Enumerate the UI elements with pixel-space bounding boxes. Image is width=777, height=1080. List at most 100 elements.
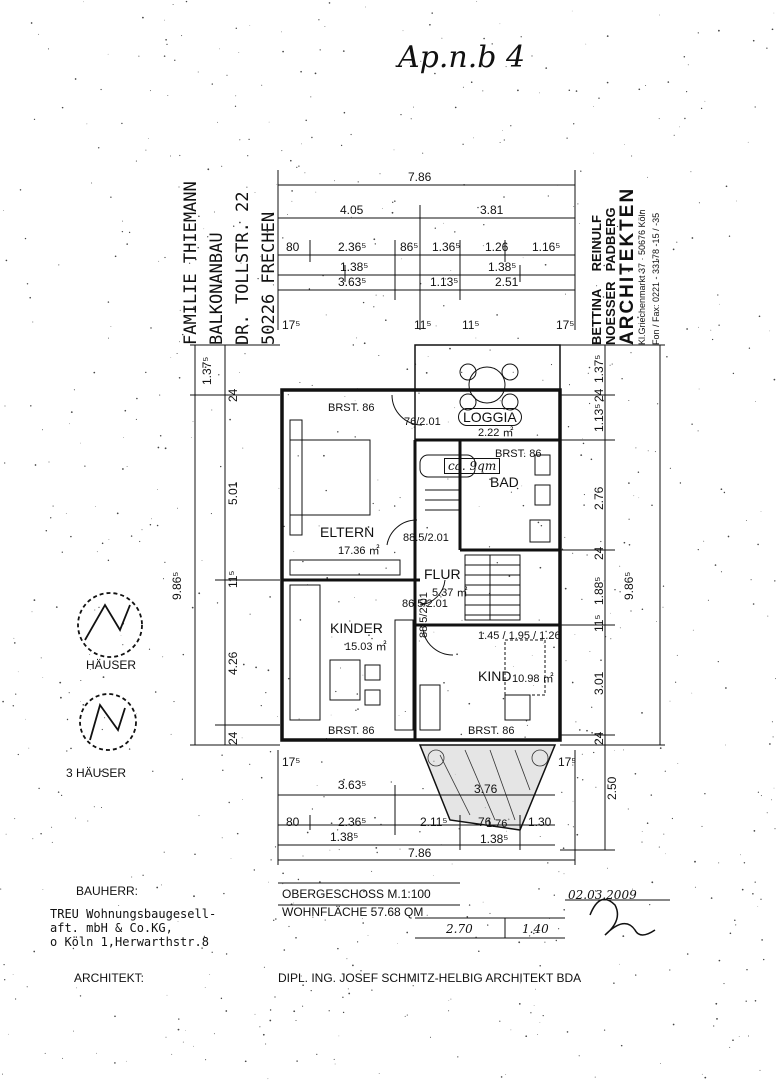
noise-dot <box>156 886 159 889</box>
noise-dot <box>462 86 464 88</box>
noise-dot <box>676 241 678 243</box>
noise-dot <box>110 326 112 327</box>
noise-dot <box>603 264 605 267</box>
noise-dot <box>125 1060 127 1062</box>
left-dim-5: 4.26 <box>226 651 240 675</box>
noise-dot <box>775 678 776 680</box>
noise-dot <box>142 874 144 876</box>
noise-dot <box>631 155 633 157</box>
noise-dot <box>443 305 445 307</box>
noise-dot <box>477 206 479 209</box>
client-project: BALKONANBAU <box>207 232 227 345</box>
noise-dot <box>701 1073 703 1075</box>
noise-dot <box>135 160 137 162</box>
noise-dot <box>281 150 283 152</box>
noise-dot <box>12 705 15 707</box>
noise-dot <box>26 283 29 285</box>
noise-dot <box>538 619 540 621</box>
noise-dot <box>620 1044 623 1047</box>
noise-dot <box>278 487 280 489</box>
noise-dot <box>13 637 15 639</box>
noise-dot <box>375 294 377 296</box>
noise-dot <box>565 293 566 295</box>
noise-dot <box>107 337 110 339</box>
noise-dot <box>654 451 656 453</box>
noise-dot <box>539 566 542 569</box>
noise-dot <box>550 364 553 366</box>
noise-dot <box>120 635 122 636</box>
noise-dot <box>219 48 220 50</box>
noise-dot <box>427 356 429 357</box>
noise-dot <box>261 84 263 86</box>
noise-dot <box>246 207 247 209</box>
noise-dot <box>350 216 352 218</box>
noise-dot <box>316 1053 318 1055</box>
footer-lines <box>278 882 670 939</box>
noise-dot <box>75 817 76 819</box>
noise-dot <box>565 660 567 662</box>
noise-dot <box>391 211 394 214</box>
noise-dot <box>747 1035 750 1037</box>
noise-dot <box>609 364 611 366</box>
room-kind-name: KIND <box>478 668 512 684</box>
noise-dot <box>667 81 670 83</box>
noise-dot <box>3 210 4 211</box>
noise-dot <box>329 849 331 851</box>
room-bad-name: BAD <box>490 474 519 490</box>
noise-dot <box>107 53 109 55</box>
noise-dot <box>352 964 354 967</box>
architect-phone: Fon / Fax: 0221 - 33178 -15 / -35 <box>651 212 661 345</box>
noise-dot <box>582 779 584 781</box>
noise-dot <box>666 356 668 358</box>
noise-dot <box>698 326 699 328</box>
noise-dot <box>647 176 648 178</box>
noise-dot <box>296 1060 298 1062</box>
noise-dot <box>107 301 110 303</box>
noise-dot <box>426 526 428 529</box>
noise-dot <box>129 666 130 667</box>
noise-dot <box>518 47 520 50</box>
noise-dot <box>628 544 631 546</box>
noise-dot <box>399 848 401 850</box>
noise-dot <box>298 165 300 167</box>
noise-dot <box>572 552 574 554</box>
noise-dot <box>488 546 491 548</box>
noise-dot <box>659 14 660 16</box>
noise-dot <box>291 190 293 192</box>
noise-dot <box>691 692 693 694</box>
noise-dot <box>656 621 657 622</box>
noise-dot <box>295 1019 297 1022</box>
noise-dot <box>686 328 688 330</box>
noise-dot <box>130 535 133 537</box>
noise-dot <box>698 388 700 390</box>
noise-dot <box>704 793 706 795</box>
noise-dot <box>713 1025 715 1027</box>
noise-dot <box>324 919 326 921</box>
room-loggia-name: LOGGIA <box>458 408 522 426</box>
bauherr-label: BAUHERR: <box>76 884 139 898</box>
top-dim-r4a-1: 1.38⁵ <box>340 260 369 274</box>
noise-dot <box>323 454 325 457</box>
noise-dot <box>679 126 680 128</box>
door-swings <box>386 394 454 656</box>
noise-dot <box>114 255 117 258</box>
noise-dot <box>561 548 564 550</box>
noise-dot <box>385 567 387 569</box>
architect-address: Kl.Griechenmarkt 37 · 50676 Köln <box>637 209 647 345</box>
client-city: 50226 FRECHEN <box>259 211 279 345</box>
noise-dot <box>5 833 7 835</box>
right-dim-9: 24 <box>592 731 606 745</box>
noise-dot <box>628 400 630 401</box>
noise-dot <box>711 338 714 341</box>
noise-dot <box>114 1062 116 1064</box>
noise-dot <box>656 258 658 261</box>
noise-dot <box>585 43 587 45</box>
noise-dot <box>244 1060 247 1063</box>
noise-dot <box>176 352 178 355</box>
noise-dot <box>333 1058 335 1060</box>
noise-dot <box>164 19 165 21</box>
noise-dot <box>763 958 765 961</box>
noise-dot <box>244 353 246 355</box>
bottom-dim-r4-1: 1.38⁵ <box>330 830 359 844</box>
noise-dot <box>121 230 124 233</box>
